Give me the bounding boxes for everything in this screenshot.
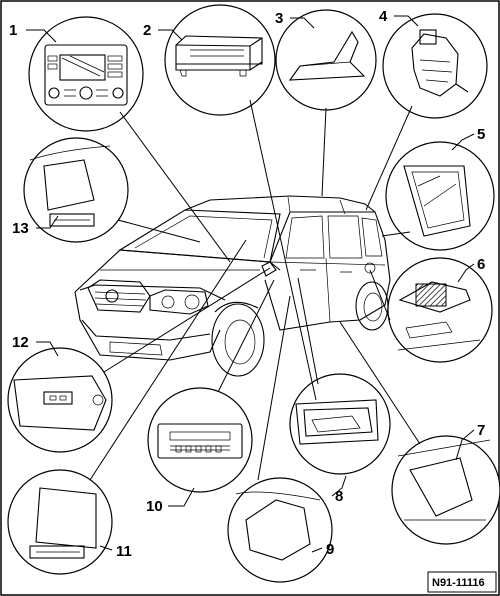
component-control-unit — [164, 4, 276, 116]
component-radio-navigation-unit — [28, 16, 144, 132]
component-plug-module — [382, 13, 488, 119]
callout-label-12: 12 — [12, 334, 29, 351]
component-roof-aerial — [275, 9, 377, 111]
component-dashboard-speaker — [7, 469, 113, 575]
callout-label-7: 7 — [477, 422, 485, 439]
callout-label-5: 5 — [477, 126, 485, 143]
vehicle-illustration — [74, 195, 391, 377]
callout-label-4: 4 — [379, 8, 388, 25]
callout-label-2: 2 — [143, 22, 151, 39]
component-rear-side-window — [385, 141, 495, 251]
callout-label-3: 3 — [275, 10, 283, 27]
callout-label-13: 13 — [12, 220, 29, 237]
callout-label-8: 8 — [335, 488, 343, 505]
component-storage-compartment — [289, 373, 391, 475]
callout-label-11: 11 — [116, 543, 132, 560]
component-fuel-flap-unit — [387, 257, 493, 363]
callout-label-1: 1 — [9, 22, 17, 39]
component-door-speaker-cover — [227, 477, 333, 583]
callout-ticks — [26, 15, 475, 553]
component-control-panel — [147, 387, 253, 493]
callout-label-10: 10 — [146, 498, 163, 515]
reference-code-box — [427, 571, 497, 593]
leader-lines — [89, 99, 421, 481]
reference-code: N91-11116 — [432, 577, 485, 589]
callout-label-6: 6 — [477, 256, 485, 273]
component-dashboard-corner-speaker — [23, 137, 129, 243]
component-interface-socket — [7, 347, 113, 453]
callout-label-9: 9 — [326, 541, 334, 558]
component-rear-speaker-grille — [391, 435, 500, 545]
